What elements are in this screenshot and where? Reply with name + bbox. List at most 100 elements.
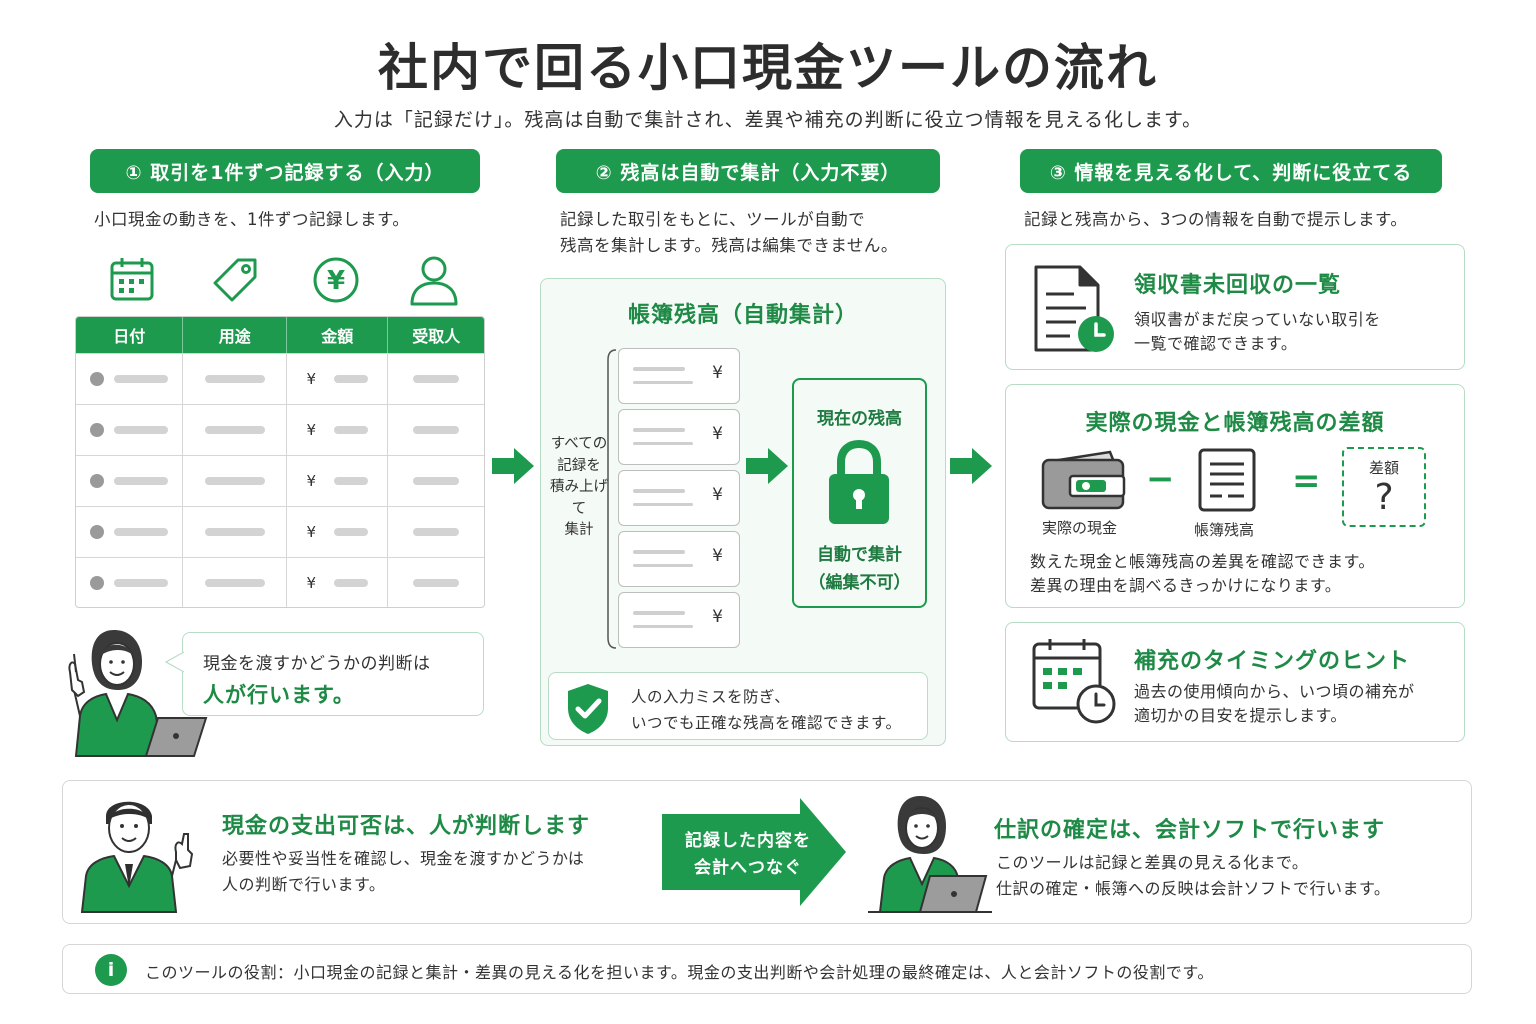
equals-sign: = [1292,461,1321,501]
bottom-left-line1: 必要性や妥当性を確認し、現金を渡すかどうかは [222,849,585,868]
person-icon [410,256,458,306]
placeholder-bar [204,579,265,587]
date-cell [76,507,184,557]
safety-note-box: 人の入力ミスを防ぎ、 いつでも正確な残高を確認できます。 [548,672,928,740]
record-slip: ¥ [618,348,740,404]
document-clock-icon [1034,265,1114,352]
card1-line1: 領収書がまだ戻っていない取引を [1134,310,1381,329]
amount-cell: ¥ [287,354,389,404]
purpose-cell [183,507,287,557]
connect-accounting-arrow [662,798,846,906]
table-row: ¥ [76,455,484,506]
placeholder-bar [333,477,368,485]
not-editable-label: （編集不可） [808,573,911,593]
placeholder-bar [333,579,368,587]
table-row: ¥ [76,353,484,404]
purpose-cell [183,405,287,455]
slip-line [633,428,685,432]
info-icon: i [95,954,127,986]
slip-line [633,489,685,493]
slip-line [633,503,693,506]
slip-yen: ¥ [712,363,723,383]
arrow-line2: 会計へつなぐ [694,858,802,878]
amount-cell: ¥ [287,507,389,557]
recipient-cell [388,405,484,455]
wallet-icon [1041,450,1126,510]
safety-line2: いつでも正確な残高を確認できます。 [631,714,902,732]
row-dot [90,576,105,590]
amount-cell: ¥ [287,558,389,607]
step1-desc: 小口現金の動きを、1件ずつ記録します。 [94,210,410,229]
placeholder-bar [114,528,169,536]
diff-label: 差額 [1368,459,1399,477]
record-slip: ¥ [618,470,740,526]
table-header: 日付 用途 金額 受取人 [76,317,484,353]
amount-cell: ¥ [287,456,389,506]
lock-icon [829,440,889,524]
placeholder-bar [333,528,368,536]
bottom-left-line2: 人の判断で行います。 [222,875,386,894]
recipient-cell [388,456,484,506]
slip-line [633,381,693,384]
auto-total-label: 自動で集計 [817,545,902,565]
card3-line2: 適切かの目安を提示します。 [1134,706,1347,725]
row-dot [90,423,105,437]
stack-label: すべての 記録を 積み上げて 集計 [550,436,608,538]
step3-desc: 記録と残高から、3つの情報を自動で提示します。 [1024,210,1408,229]
ledger-book-icon [1198,448,1256,512]
record-slip: ¥ [618,592,740,648]
page-subtitle: 入力は「記録だけ」。残高は自動で集計され、差異や補充の判断に役立つ情報を見える化… [333,109,1203,131]
card2-title: 実際の現金と帳簿残高の差額 [1085,411,1385,436]
tool-role-note: i このツールの役割：小口現金の記録と集計・差異の見える化を担います。現金の支出… [62,944,1472,994]
book-label: 帳簿残高 [1194,521,1255,539]
cash-label: 実際の現金 [1042,519,1118,537]
table-row: ¥ [76,404,484,455]
placeholder-bar [114,579,169,587]
placeholder-bar [413,426,460,434]
date-cell [76,354,184,404]
flow-arrow-2 [950,448,992,484]
amount-cell: ¥ [287,405,389,455]
row-dot [90,525,105,539]
calendar-icon [110,258,154,301]
slip-yen: ¥ [712,485,723,505]
row-dot [90,372,105,386]
woman-with-laptop-illustration [68,630,208,757]
yen-coin-icon: ¥ [313,257,359,303]
col-recipient: 受取人 [412,327,461,346]
placeholder-bar [204,477,265,485]
date-cell [76,405,184,455]
col-date: 日付 [76,317,184,353]
yen-symbol: ¥ [306,370,316,388]
book-balance-title: 帳簿残高（自動集計） [627,303,858,328]
slip-line [633,367,685,371]
placeholder-bar [333,375,368,383]
placeholder-bar [333,426,368,434]
date-cell [76,558,184,607]
placeholder-bar [413,477,460,485]
slip-line [633,550,685,554]
recipient-cell [388,507,484,557]
placeholder-bar [413,375,460,383]
bubble-line2: 人が行います。 [203,683,355,707]
card3-line1: 過去の使用傾向から、いつ頃の補充が [1134,682,1415,701]
card2-line1: 数えた現金と帳簿残高の差異を確認できます。 [1030,552,1375,571]
yen-symbol: ¥ [306,472,316,490]
bubble-line1: 現金を渡すかどうかの判断は [203,654,431,674]
step2-desc-line1: 記録した取引をもとに、ツールが自動で [560,210,866,229]
step1-label: ① 取引を1件ずつ記録する（入力） [90,149,480,193]
row-dot [90,474,105,488]
step2-label: ② 残高は自動で集計（入力不要） [556,149,940,193]
slip-line [633,625,693,628]
difference-box: 差額 ? [1342,447,1426,527]
recipient-cell [388,558,484,607]
svg-text:¥: ¥ [327,266,345,296]
slip-line [633,564,693,567]
placeholder-bar [114,426,169,434]
purpose-cell [183,456,287,506]
slip-yen: ¥ [712,607,723,627]
placeholder-bar [413,579,460,587]
tag-icon [213,258,257,302]
table-row: ¥ [76,506,484,557]
arrow-line1: 記録した内容を [685,831,811,851]
